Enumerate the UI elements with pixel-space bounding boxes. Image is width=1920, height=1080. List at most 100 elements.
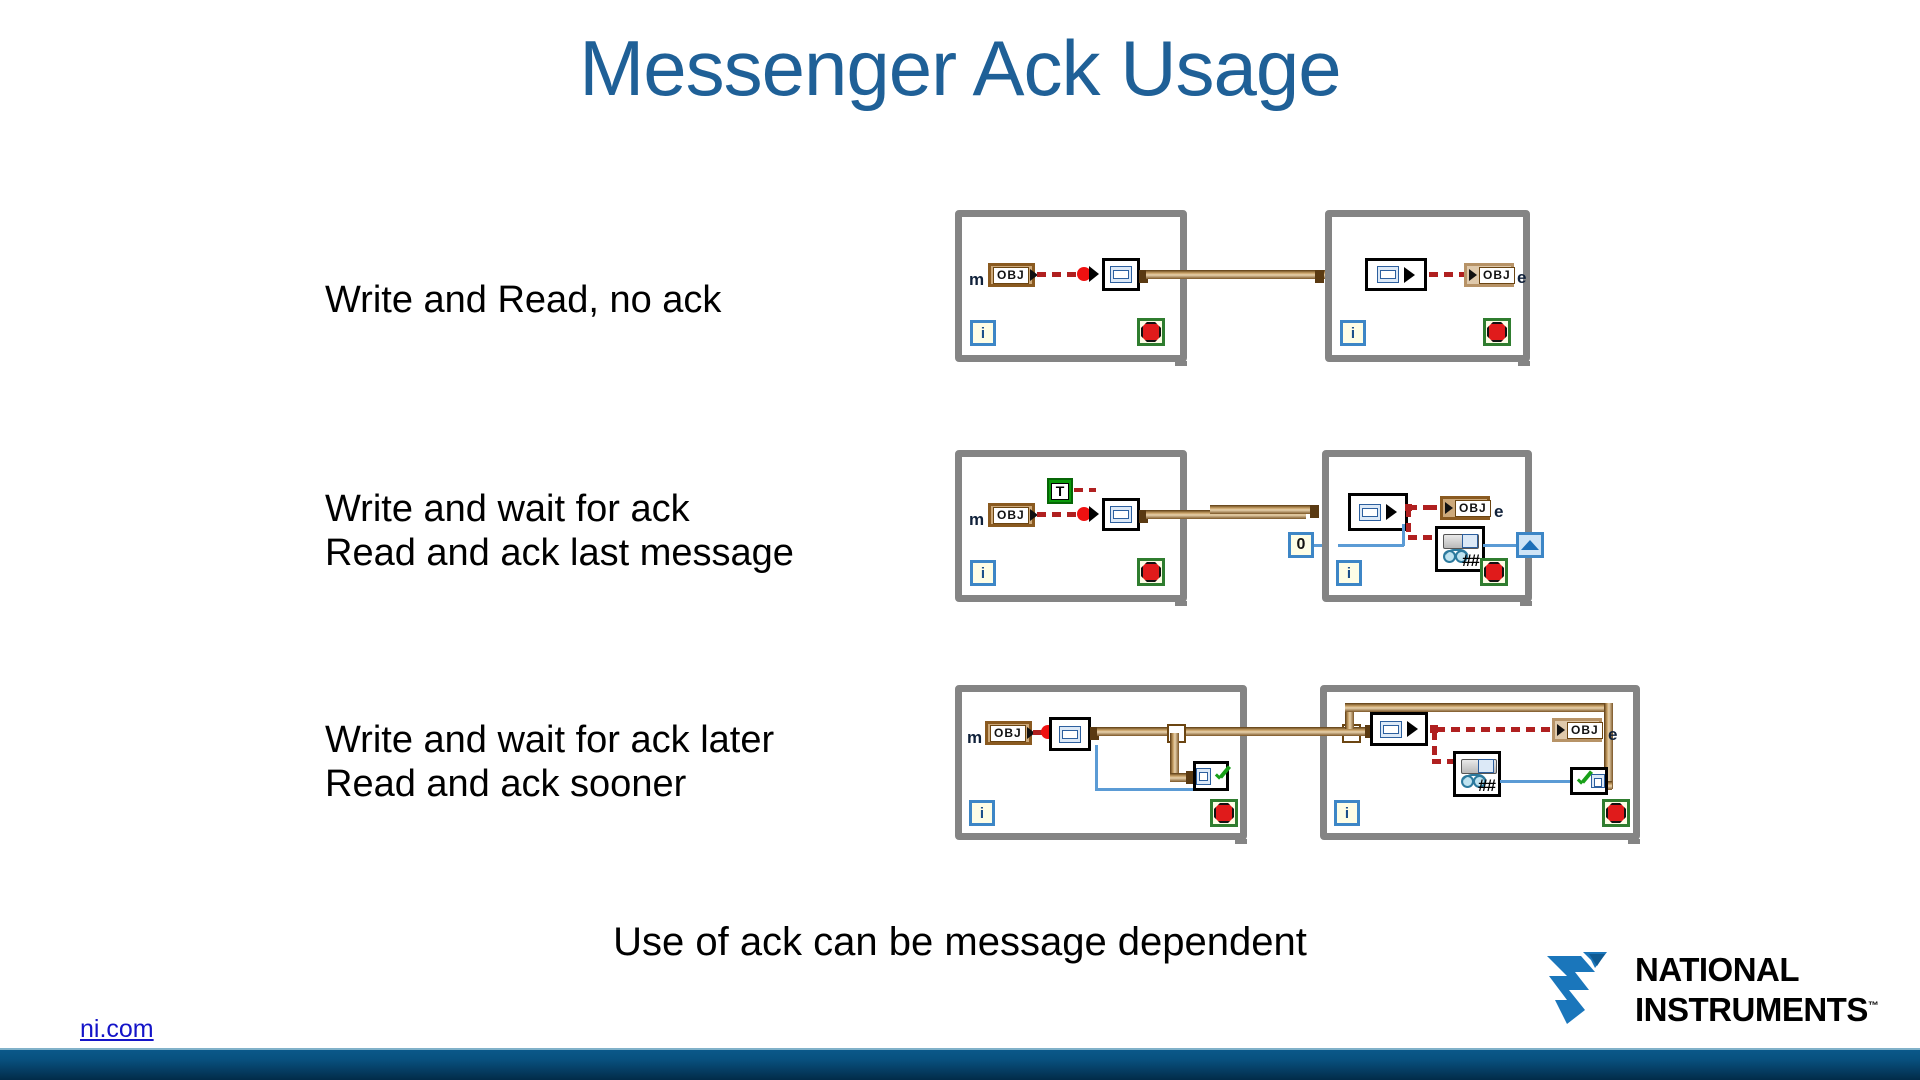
message-wire-dashed	[1408, 505, 1428, 510]
terminal-arrow-icon	[1029, 269, 1038, 281]
message-wire-dashed	[1406, 508, 1411, 538]
object-terminal-text: OBJ	[990, 724, 1026, 742]
row-label-2: Write and wait for ack Read and ack last…	[325, 488, 794, 575]
node-output-arrow-icon	[1407, 721, 1418, 737]
node-input-arrow-icon	[1089, 266, 1099, 282]
node-output-arrow-icon	[1404, 266, 1415, 283]
write-message-node[interactable]	[1102, 498, 1140, 531]
ni-wordmark-line2-wrap: INSTRUMENTS™	[1635, 988, 1879, 1028]
stop-terminal[interactable]	[1602, 799, 1630, 827]
terminal-label-m: m	[969, 270, 985, 289]
boolean-wire	[1095, 788, 1195, 791]
wire-cap	[1310, 505, 1319, 518]
object-wire	[1146, 510, 1306, 519]
message-icon	[1196, 767, 1211, 785]
object-wire-top	[1345, 703, 1354, 729]
diagram-row1-sender: m OBJ i	[955, 210, 1326, 370]
diagram-row1-receiver: OBJ e i	[1315, 210, 1540, 370]
terminal-label-e: e	[1608, 725, 1618, 744]
stop-terminal[interactable]	[1483, 318, 1511, 346]
stop-octagon-icon	[1141, 562, 1161, 582]
message-wire-dashed	[1033, 730, 1047, 735]
stop-terminal[interactable]	[1210, 799, 1238, 827]
read-message-node[interactable]	[1370, 712, 1428, 746]
ni-wordmark-line2: INSTRUMENTS	[1635, 991, 1868, 1028]
ack-confirm-node[interactable]	[1570, 767, 1608, 795]
object-terminal-text: OBJ	[1455, 499, 1491, 517]
footer-bar	[0, 1048, 1920, 1080]
read-message-node[interactable]	[1348, 493, 1408, 531]
message-wire-dashed	[1436, 727, 1554, 732]
object-terminal-in: OBJ	[988, 263, 1038, 287]
while-loop-frame	[955, 685, 1247, 844]
true-constant-text: T	[1050, 482, 1070, 500]
message-wire-dashed	[1429, 272, 1465, 277]
object-terminal-in: OBJ	[988, 503, 1038, 527]
object-wire-branch	[1170, 733, 1179, 778]
page-title: Messenger Ack Usage	[579, 24, 1341, 112]
stop-terminal[interactable]	[1480, 558, 1508, 586]
write-message-node[interactable]	[1102, 258, 1140, 291]
stop-terminal[interactable]	[1137, 558, 1165, 586]
wire-branch-dot	[1405, 504, 1412, 511]
object-wire-top	[1345, 703, 1613, 712]
true-constant[interactable]: T	[1047, 478, 1073, 504]
write-message-node[interactable]	[1049, 717, 1091, 751]
stop-octagon-icon	[1606, 803, 1626, 823]
boolean-wire	[1402, 524, 1405, 546]
terminal-label-e: e	[1494, 502, 1504, 521]
wire-cap	[1315, 270, 1324, 283]
boolean-wire	[1095, 745, 1098, 790]
send-ack-node[interactable]: ##	[1435, 526, 1485, 572]
terminal-label-m: m	[969, 510, 985, 529]
terminal-label-e: e	[1517, 268, 1527, 287]
iteration-terminal: i	[970, 320, 996, 346]
message-icon	[1591, 774, 1605, 788]
message-icon	[1059, 725, 1081, 743]
stop-octagon-icon	[1487, 322, 1507, 342]
summary-text: Use of ack can be message dependent	[613, 920, 1307, 964]
read-message-node[interactable]	[1365, 258, 1427, 291]
message-wire-dashed	[1037, 512, 1083, 517]
check-icon	[1213, 766, 1226, 786]
stop-octagon-icon	[1214, 803, 1234, 823]
stop-terminal[interactable]	[1137, 318, 1165, 346]
object-terminal-text: OBJ	[993, 266, 1029, 284]
terminal-arrow-icon	[1469, 269, 1477, 281]
diagram-row2-sender: m OBJ T i	[955, 450, 1306, 610]
diagram-row3-sender: m OBJ i	[955, 685, 1267, 850]
message-icon	[1380, 720, 1402, 738]
boolean-wire	[1483, 544, 1523, 547]
wire-branch-dot	[1430, 725, 1438, 733]
object-wire-in	[1210, 505, 1310, 514]
national-instruments-logo: NATIONAL INSTRUMENTS™	[1545, 948, 1879, 1034]
message-icon	[1110, 506, 1132, 523]
send-ack-node[interactable]: ##	[1453, 751, 1501, 797]
boolean-wire-dashed	[1074, 488, 1096, 492]
message-wire-dashed	[1037, 272, 1083, 277]
object-terminal-out: OBJ	[1464, 263, 1515, 287]
object-wire	[1340, 727, 1370, 736]
shift-register-right[interactable]	[1516, 532, 1544, 558]
node-input-arrow-icon	[1089, 506, 1099, 522]
object-terminal-out: OBJ	[1552, 718, 1603, 742]
terminal-arrow-icon	[1026, 727, 1035, 739]
wait-for-ack-node[interactable]	[1193, 761, 1229, 791]
message-wire-dashed	[1432, 759, 1454, 764]
terminal-label-m: m	[967, 728, 983, 747]
object-terminal-out: OBJ	[1440, 496, 1491, 520]
ni-com-link[interactable]: ni.com	[80, 1015, 154, 1043]
message-wire-dashed	[1408, 535, 1436, 540]
object-wire	[1146, 270, 1326, 279]
message-wire-dashed	[1428, 505, 1442, 510]
wire-cap	[1186, 771, 1195, 784]
wire-cap	[1365, 725, 1374, 738]
iteration-terminal: i	[1334, 800, 1360, 826]
ack-count-label: ##	[1462, 551, 1480, 570]
chevron-up-icon	[1521, 540, 1539, 550]
terminal-arrow-icon	[1557, 724, 1565, 736]
numeric-constant-zero[interactable]: 0	[1288, 532, 1314, 558]
wire-node-dot	[1077, 507, 1091, 521]
footer-bar-highlight	[0, 1048, 1920, 1050]
